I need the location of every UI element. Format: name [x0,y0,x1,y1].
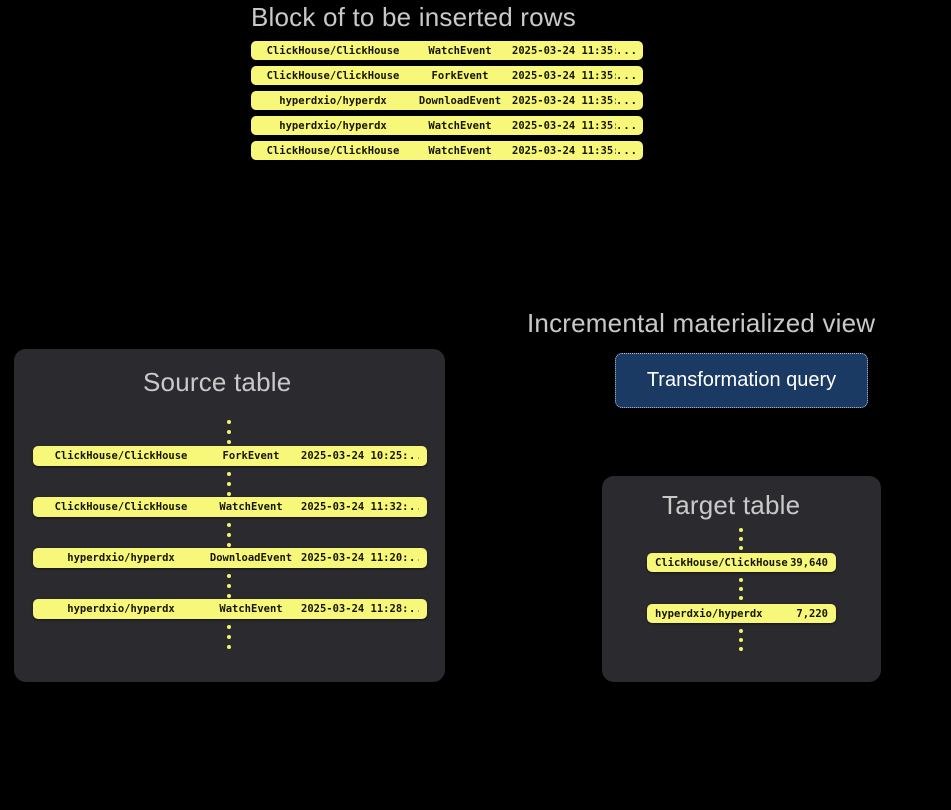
source-row-more: ... [409,603,419,615]
source-row-more: ... [409,552,419,564]
target-table-title: Target table [662,490,801,520]
block-row-more: ... [616,94,636,107]
block-row-time: 2025-03-24 11:35:48 [512,94,616,107]
source-row-repo: ClickHouse/ClickHouse [54,501,188,513]
source-ellipsis-icon [227,472,231,496]
block-row-time: 2025-03-24 11:35:54 [512,144,616,157]
target-row-count: 7,220 [796,607,828,620]
block-row-time: 2025-03-24 11:35:52 [512,119,616,132]
block-row-event: WatchEvent [428,44,492,57]
target-table-row: ClickHouse/ClickHouse 39,640 [647,553,836,572]
block-row-repo: hyperdxio/hyperdx [279,119,387,132]
source-ellipsis-icon [227,574,231,598]
source-ellipsis-icon [227,523,231,547]
target-row-repo: ClickHouse/ClickHouse [655,556,788,569]
target-row-count: 39,640 [790,556,828,569]
materialized-view-title: Incremental materialized view [527,308,876,338]
block-row-repo: ClickHouse/ClickHouse [266,144,400,157]
source-row-repo: ClickHouse/ClickHouse [54,450,188,462]
target-table-row: hyperdxio/hyperdx 7,220 [647,604,836,623]
block-row-event: DownloadEvent [418,94,502,107]
block-row-more: ... [616,119,636,132]
block-row: hyperdxio/hyperdx DownloadEvent 2025-03-… [251,91,643,110]
source-row-event: WatchEvent [219,501,283,513]
block-row-time: 2025-03-24 11:35:40 [512,44,616,57]
source-row-event: ForkEvent [222,450,280,462]
block-row: ClickHouse/ClickHouse ForkEvent 2025-03-… [251,66,643,85]
source-row-more: ... [409,501,419,513]
target-ellipsis-icon [739,578,743,600]
block-row-event: ForkEvent [431,69,489,82]
block-row: ClickHouse/ClickHouse WatchEvent 2025-03… [251,41,643,60]
block-row-event: WatchEvent [428,119,492,132]
source-ellipsis-icon [227,625,231,649]
block-row: ClickHouse/ClickHouse WatchEvent 2025-03… [251,141,643,160]
source-table-title: Source table [143,367,292,397]
target-ellipsis-icon [739,528,743,550]
block-row-time: 2025-03-24 11:35:44 [512,69,616,82]
source-table-row: ClickHouse/ClickHouse WatchEvent 2025-03… [33,497,427,517]
block-row-more: ... [616,144,636,157]
source-table-row: hyperdxio/hyperdx WatchEvent 2025-03-24 … [33,599,427,619]
block-row-repo: hyperdxio/hyperdx [279,94,387,107]
block-row-more: ... [616,44,636,57]
target-row-repo: hyperdxio/hyperdx [655,607,763,620]
source-row-repo: hyperdxio/hyperdx [67,603,175,615]
block-row-more: ... [616,69,636,82]
source-row-more: ... [409,450,419,462]
source-table-row: ClickHouse/ClickHouse ForkEvent 2025-03-… [33,446,427,466]
source-row-time: 2025-03-24 11:20:12 [301,552,409,564]
block-row: hyperdxio/hyperdx WatchEvent 2025-03-24 … [251,116,643,135]
block-of-rows-title: Block of to be inserted rows [251,2,576,32]
transformation-query-box[interactable]: Transformation query [615,353,868,408]
source-row-repo: hyperdxio/hyperdx [67,552,175,564]
target-ellipsis-icon [739,629,743,651]
block-row-event: WatchEvent [428,144,492,157]
source-row-time: 2025-03-24 11:32:54 [301,501,409,513]
source-row-time: 2025-03-24 11:28:32 [301,603,409,615]
source-row-time: 2025-03-24 10:25:00 [301,450,409,462]
transformation-query-label: Transformation query [646,369,837,391]
source-table-row: hyperdxio/hyperdx DownloadEvent 2025-03-… [33,548,427,568]
block-row-repo: ClickHouse/ClickHouse [266,44,400,57]
source-row-event: WatchEvent [219,603,283,615]
block-row-repo: ClickHouse/ClickHouse [266,69,400,82]
source-row-event: DownloadEvent [209,552,293,564]
source-ellipsis-icon [227,420,231,444]
